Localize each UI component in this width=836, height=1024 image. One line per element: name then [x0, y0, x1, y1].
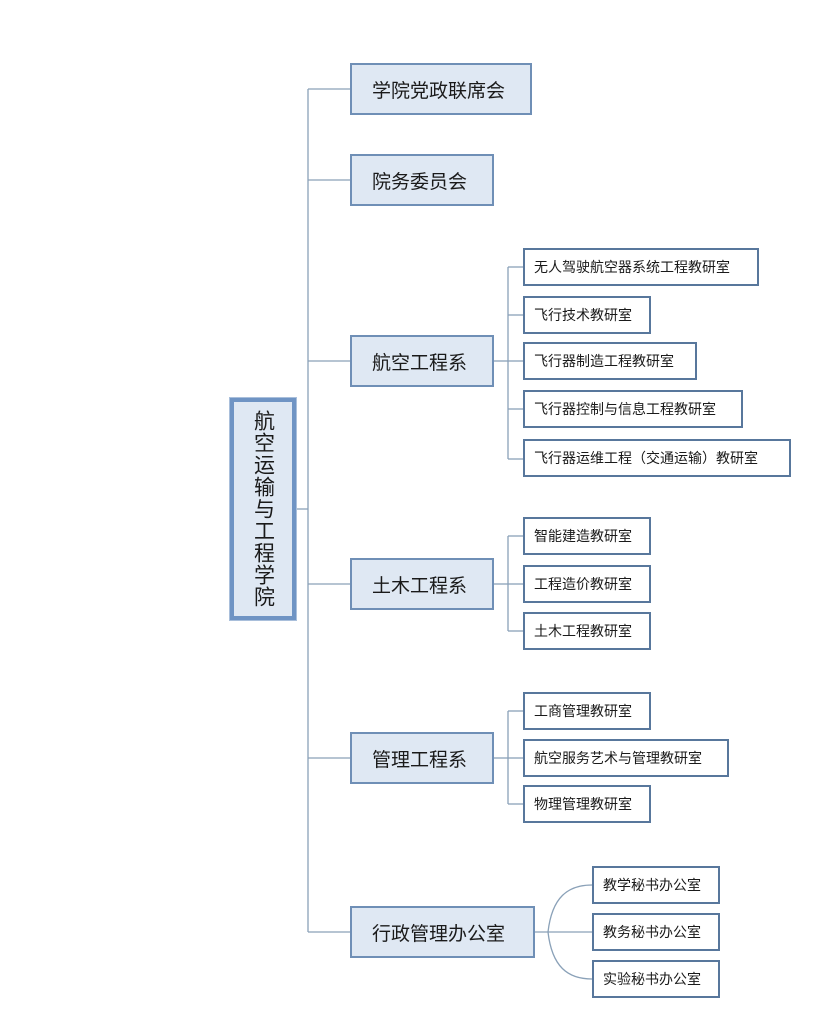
- office-label: 实验秘书办公室: [603, 972, 701, 988]
- unit-aero-engineering: 航空工程系: [350, 335, 494, 387]
- dept-label: 物理管理教研室: [534, 797, 632, 813]
- connector-admin-upper: [547, 884, 593, 933]
- unit-label: 院务委员会: [372, 170, 468, 193]
- dept-label: 工商管理教研室: [534, 704, 632, 720]
- dept-label: 飞行器制造工程教研室: [534, 354, 674, 370]
- dept-label: 无人驾驶航空器系统工程教研室: [534, 260, 730, 276]
- dept-civil-engineering: 土木工程教研室: [523, 612, 651, 650]
- unit-admin-office: 行政管理办公室: [350, 906, 535, 958]
- root-node: 航空运输与工程学院: [230, 398, 296, 620]
- root-label: 航空运输与工程学院: [251, 410, 276, 608]
- unit-affairs-committee: 院务委员会: [350, 154, 494, 206]
- dept-label: 飞行器运维工程（交通运输）教研室: [534, 451, 758, 467]
- unit-label: 管理工程系: [372, 748, 468, 771]
- unit-label: 土木工程系: [372, 574, 468, 597]
- dept-label: 飞行器控制与信息工程教研室: [534, 402, 716, 418]
- dept-aircraft-control-info: 飞行器控制与信息工程教研室: [523, 390, 743, 428]
- office-teaching-secretary: 教学秘书办公室: [592, 866, 720, 904]
- office-label: 教学秘书办公室: [603, 878, 701, 894]
- office-academic-secretary: 教务秘书办公室: [592, 913, 720, 951]
- unit-label: 航空工程系: [372, 351, 468, 374]
- dept-physical-management: 物理管理教研室: [523, 785, 651, 823]
- unit-management-engineering: 管理工程系: [350, 732, 494, 784]
- dept-uav-systems: 无人驾驶航空器系统工程教研室: [523, 248, 759, 286]
- dept-flight-technology: 飞行技术教研室: [523, 296, 651, 334]
- office-lab-secretary: 实验秘书办公室: [592, 960, 720, 998]
- connector-admin-lower: [547, 931, 593, 980]
- dept-label: 工程造价教研室: [534, 577, 632, 593]
- unit-label: 学院党政联席会: [372, 79, 506, 102]
- dept-engineering-cost: 工程造价教研室: [523, 565, 651, 603]
- unit-party-council: 学院党政联席会: [350, 63, 532, 115]
- dept-label: 智能建造教研室: [534, 529, 632, 545]
- dept-aircraft-maintenance: 飞行器运维工程（交通运输）教研室: [523, 439, 791, 477]
- dept-label: 飞行技术教研室: [534, 308, 632, 324]
- dept-aircraft-manufacturing: 飞行器制造工程教研室: [523, 342, 697, 380]
- unit-civil-engineering: 土木工程系: [350, 558, 494, 610]
- unit-label: 行政管理办公室: [372, 922, 506, 945]
- dept-label: 航空服务艺术与管理教研室: [534, 751, 702, 767]
- dept-aviation-service-art: 航空服务艺术与管理教研室: [523, 739, 729, 777]
- office-label: 教务秘书办公室: [603, 925, 701, 941]
- dept-smart-construction: 智能建造教研室: [523, 517, 651, 555]
- dept-business-management: 工商管理教研室: [523, 692, 651, 730]
- dept-label: 土木工程教研室: [534, 624, 632, 640]
